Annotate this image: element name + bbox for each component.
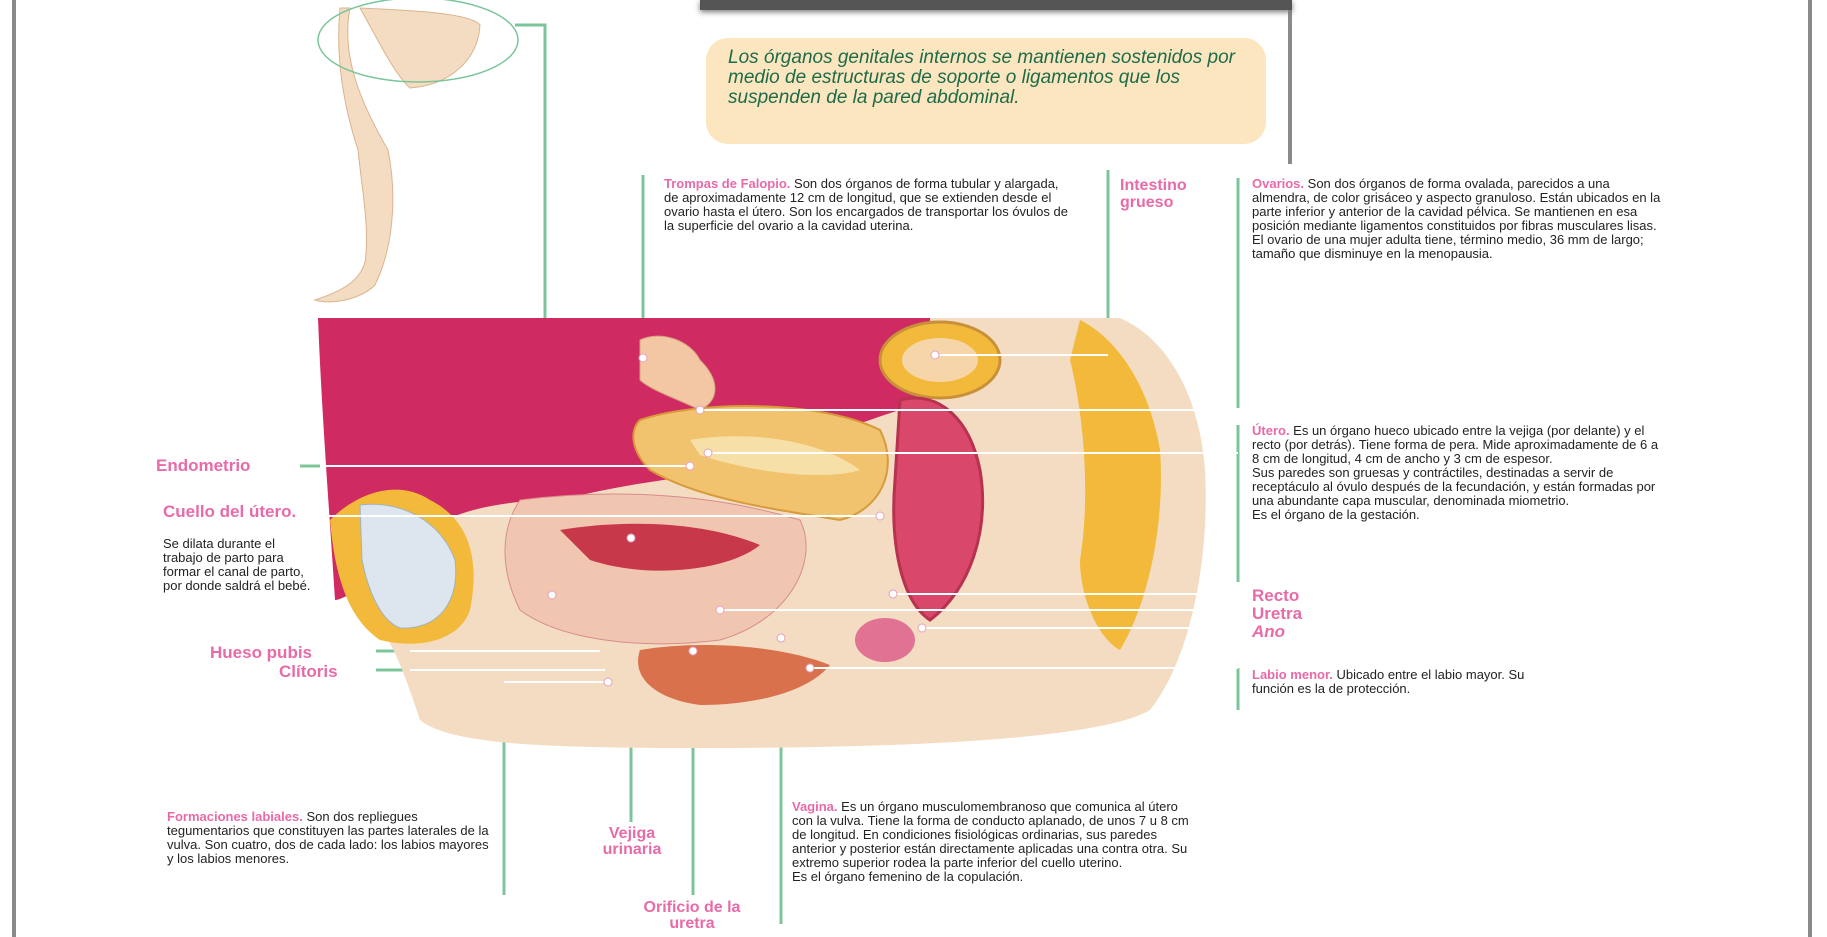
info-note: Los órganos genitales internos se mantie… (706, 38, 1266, 144)
label-vejiga-urinaria: Vejiga urinaria (582, 826, 682, 858)
formaciones-title: Formaciones labiales. (167, 809, 303, 824)
label-clitoris: Clítoris (279, 662, 338, 682)
trompas-description: Trompas de Falopio. Son dos órganos de f… (664, 177, 1074, 233)
vagina-text: Es un órgano musculomembranoso que comun… (792, 799, 1189, 870)
utero-title: Útero. (1252, 423, 1290, 438)
utero-text-2: Sus paredes son gruesas y contráctiles, … (1252, 465, 1655, 508)
utero-text: Es un órgano hueco ubicado entre la veji… (1252, 423, 1658, 466)
formaciones-description: Formaciones labiales. Son dos repliegues… (167, 810, 493, 866)
ovarios-text: Son dos órganos de forma ovalada, pareci… (1252, 176, 1660, 233)
labio-menor-description: Labio menor. Ubicado entre el labio mayo… (1252, 668, 1532, 696)
vagina-description: Vagina. Es un órgano musculomembranoso q… (792, 800, 1202, 884)
label-uretra: Uretra (1252, 604, 1302, 624)
label-hueso-pubis: Hueso pubis (210, 643, 312, 663)
label-intestino-grueso: Intestino grueso (1120, 177, 1240, 211)
pelvis-section (318, 318, 1206, 748)
label-endometrio: Endometrio (156, 456, 250, 476)
labio-menor-title: Labio menor. (1252, 667, 1333, 682)
label-recto: Recto (1252, 586, 1299, 606)
label-cuello-utero: Cuello del útero. (163, 503, 303, 520)
ovarios-title: Ovarios. (1252, 176, 1304, 191)
ovarios-text-2: El ovario de una mujer adulta tiene, tér… (1252, 232, 1644, 261)
body-figure (315, 0, 518, 302)
cuello-description: Se dilata durante el trabajo de parto pa… (163, 537, 313, 593)
label-ano: Ano (1252, 622, 1285, 642)
ovarios-description: Ovarios. Son dos órganos de forma ovalad… (1252, 177, 1664, 261)
utero-text-3: Es el órgano de la gestación. (1252, 507, 1420, 522)
utero-description: Útero. Es un órgano hueco ubicado entre … (1252, 424, 1664, 522)
trompas-title: Trompas de Falopio. (664, 176, 790, 191)
label-orificio-uretra: Orificio de la uretra (622, 900, 762, 932)
vagina-title: Vagina. (792, 799, 838, 814)
vagina-text-2: Es el órgano femenino de la copulación. (792, 869, 1023, 884)
